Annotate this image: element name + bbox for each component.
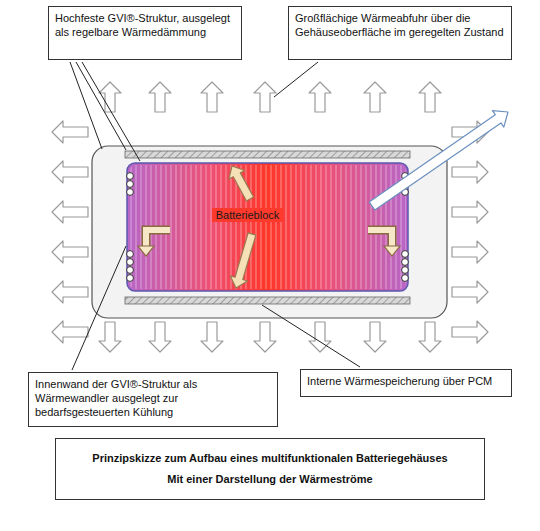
heat-arrow [309, 82, 331, 112]
cell-stripes [129, 165, 406, 289]
leader-lines [70, 62, 360, 370]
heat-arrow [201, 82, 223, 112]
part-label: Batterieblock [212, 208, 284, 222]
heat-arrow [52, 281, 88, 303]
coil-loop [127, 189, 134, 196]
heat-arrow [254, 322, 276, 352]
coil-loop [402, 251, 409, 258]
coil-loop [127, 259, 134, 266]
coil-loop [402, 275, 409, 282]
heat-arrow [452, 201, 488, 223]
bent-arrow-head [138, 246, 154, 256]
heat-arrow [52, 321, 88, 343]
heat-arrow [201, 322, 223, 352]
pcm-plate [125, 297, 410, 304]
pcm-plate [125, 151, 410, 158]
coil-loop [402, 259, 409, 266]
leader-line [76, 62, 126, 150]
heat-arrow [52, 161, 88, 183]
battery-block [127, 163, 408, 291]
heat-vent-arrow [366, 104, 513, 214]
callout-text: Großflächige Wärmeabfuhr über die Gehäus… [295, 12, 505, 40]
internal-heat-arrows [138, 104, 514, 291]
housing [92, 146, 447, 318]
coil-loop [127, 267, 134, 274]
leader-line [82, 62, 140, 161]
heat-arrow [99, 322, 121, 352]
cooling-coils [127, 173, 409, 282]
bent-arrow-edge [146, 230, 170, 246]
leader-line [274, 62, 318, 97]
coil-loop [127, 275, 134, 282]
heat-arrow [452, 161, 488, 183]
coil-loop [127, 251, 134, 258]
heat-arrow [364, 82, 386, 112]
heat-arrow [52, 241, 88, 263]
heat-arrow [452, 241, 488, 263]
callout-box: Innenwand der GVI®-Struktur als Wärmewan… [28, 372, 278, 427]
heat-arrow-up [224, 162, 258, 204]
callout-text: Interne Wärmespeicherung über PCM [307, 375, 505, 389]
heat-arrow [419, 82, 441, 112]
bent-arrow-head [384, 246, 400, 256]
coil-loop [402, 267, 409, 274]
heat-arrow [149, 82, 171, 112]
leader-line [70, 62, 102, 149]
heat-arrow [452, 321, 488, 343]
leader-line [262, 305, 360, 367]
leader-line [72, 246, 126, 370]
callout-text: Mit einer Darstellung der Wärmeströme [64, 472, 476, 487]
battery-label-area: Batterieblock [127, 163, 408, 291]
heat-arrow [254, 82, 276, 112]
heat-arrow [419, 322, 441, 352]
heat-arrow [452, 281, 488, 303]
caption-box: Prinzipskizze zum Aufbau eines multifunk… [55, 438, 485, 500]
coil-loop [127, 181, 134, 188]
callout-box: Hochfeste GVI®-Struktur, ausgelegt als r… [48, 6, 242, 60]
callout-text: Innenwand der GVI®-Struktur als Wärmewan… [35, 378, 271, 419]
heat-arrow [52, 201, 88, 223]
bent-arrow-edge [368, 230, 392, 246]
bent-arrow [146, 230, 170, 246]
heat-arrow [364, 322, 386, 352]
callout-box: Interne Wärmespeicherung über PCM [300, 369, 512, 397]
callout-text: Hochfeste GVI®-Struktur, ausgelegt als r… [55, 12, 235, 40]
callout-text: Prinzipskizze zum Aufbau eines multifunk… [64, 451, 476, 466]
callout-box: Großflächige Wärmeabfuhr über die Gehäus… [288, 6, 512, 60]
heat-arrow [149, 322, 171, 352]
heat-arrow [52, 121, 88, 143]
heat-arrow-down [227, 231, 260, 290]
bent-arrow [368, 230, 392, 246]
coil-loop [127, 173, 134, 180]
